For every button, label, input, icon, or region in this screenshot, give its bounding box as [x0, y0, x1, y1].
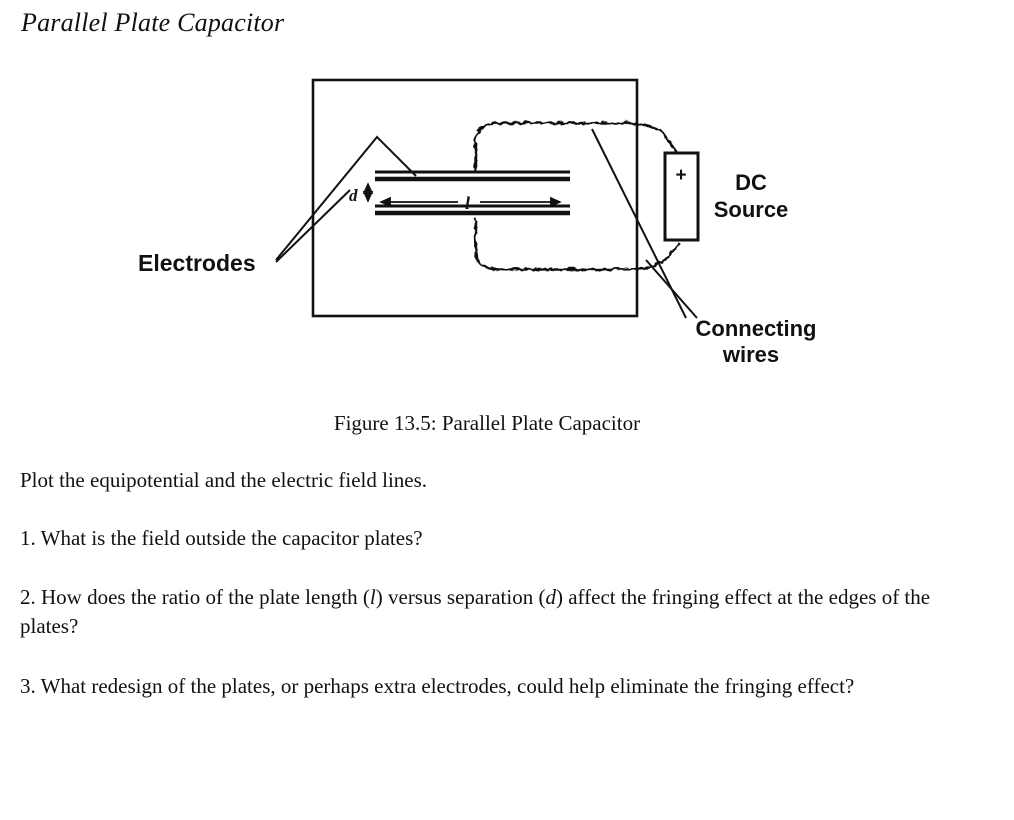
question-2: 2. How does the ratio of the plate lengt…	[20, 583, 965, 641]
intro-text: Plot the equipotential and the electric …	[20, 468, 428, 492]
figure-caption: Figure 13.5: Parallel Plate Capacitor	[333, 411, 641, 435]
electrodes-leader-top	[275, 135, 417, 261]
question-3: 3. What redesign of the plates, or perha…	[20, 674, 855, 698]
top-connecting-wire	[472, 120, 677, 170]
electrodes-label: Electrodes	[138, 250, 256, 276]
diagram-frame-box	[311, 78, 639, 318]
dc-source-label-line2: Source	[714, 197, 789, 222]
variable-d: d	[545, 585, 556, 609]
page-title: Parallel Plate Capacitor	[21, 8, 285, 37]
battery-plus-sign: +	[675, 165, 686, 186]
question-2-text: ) versus separation (	[375, 585, 546, 609]
capacitor-plates	[375, 170, 570, 216]
connecting-wires-label-line1: Connecting	[696, 316, 817, 341]
battery-symbol	[663, 151, 700, 242]
dc-source-label-line1: DC	[735, 170, 767, 195]
bottom-connecting-wire	[472, 216, 679, 270]
connecting-wires-label-line2: wires	[722, 342, 779, 367]
question-2-text: ) affect the fringing effect at the edge…	[20, 585, 931, 638]
separation-d-label: d	[349, 186, 358, 205]
question-2-text: 2. How does the ratio of the plate lengt…	[20, 585, 370, 609]
question-1: 1. What is the field outside the capacit…	[20, 526, 423, 550]
connecting-wires	[472, 120, 679, 270]
variable-l: l	[369, 585, 376, 609]
capacitor-diagram: d l + Electrodes DC Source Connecting wi…	[138, 78, 817, 367]
electrodes-leader-bottom	[275, 189, 351, 263]
length-l-label: l	[465, 193, 470, 213]
wires-leader-bottom	[645, 259, 698, 319]
